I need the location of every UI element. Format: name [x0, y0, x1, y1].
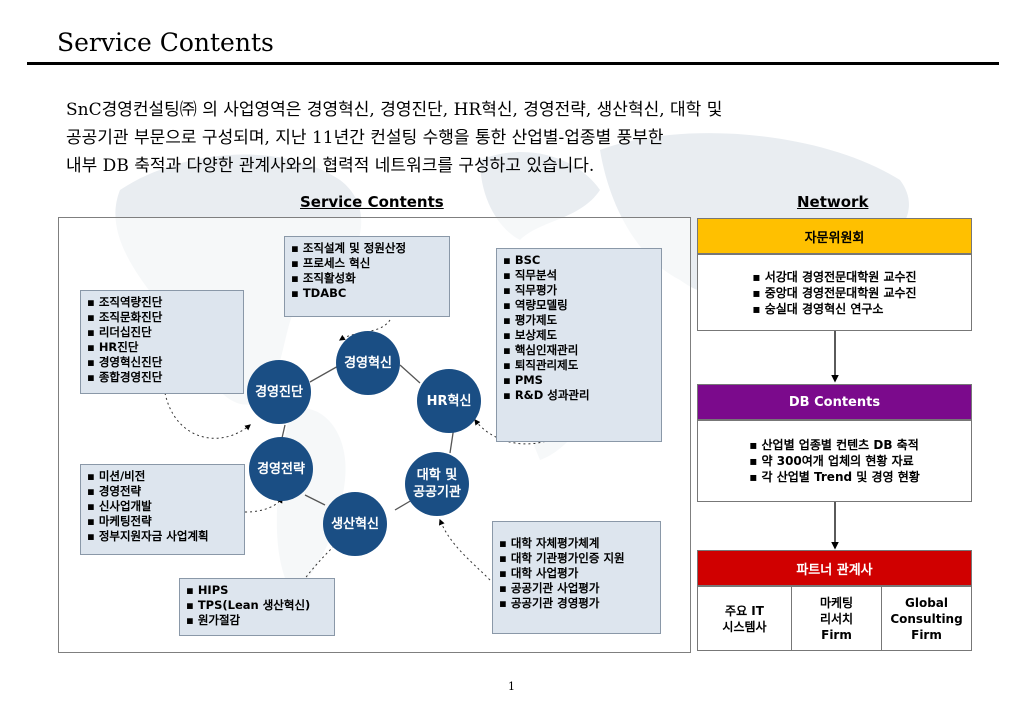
partner-global-consulting: Global Consulting Firm — [881, 586, 972, 651]
db-contents-header: DB Contents — [697, 384, 972, 420]
hr-circle: HR혁신 — [417, 369, 481, 433]
list-item: 각 산업별 Trend 및 경영 현황 — [749, 469, 920, 485]
strategy-circle: 경영전략 — [249, 437, 313, 501]
list-item: TPS(Lean 생산혁신) — [186, 598, 328, 613]
strategy-box: 미션/비전경영전략신사업개발마케팅전략정부지원자금 사업계획 — [80, 464, 245, 555]
list-item: 조직역량진단 — [87, 295, 237, 310]
dotted-pointer — [164, 392, 251, 439]
list-item: BSC — [503, 253, 655, 268]
ring-segment — [399, 364, 421, 384]
list-item: 역량모델링 — [503, 298, 655, 313]
list-item: HR진단 — [87, 340, 237, 355]
list-item: 조직문화진단 — [87, 310, 237, 325]
intro-line: 내부 DB 축적과 다양한 관계사와의 협력적 네트워크를 구성하고 있습니다. — [66, 156, 595, 176]
page-title: Service Contents — [57, 28, 274, 57]
list-item: 직무평가 — [503, 283, 655, 298]
db-contents-body: 산업별 업종별 컨텐츠 DB 축적약 300여개 업체의 현황 자료각 산업별 … — [697, 420, 972, 502]
list-item: 마케팅전략 — [87, 514, 238, 529]
production-circle: 생산혁신 — [323, 492, 387, 556]
list-item: 평가제도 — [503, 313, 655, 328]
partners-header: 파트너 관계사 — [697, 550, 972, 586]
innovation-box: 조직설계 및 정원산정프로세스 혁신조직활성화TDABC — [284, 236, 450, 317]
network-heading: Network — [797, 193, 869, 211]
list-item: 경영전략 — [87, 484, 238, 499]
university-box: 대학 자체평가체계대학 기관평가인증 지원대학 사업평가공공기관 사업평가공공기… — [492, 521, 661, 634]
list-item: 핵심인재관리 — [503, 343, 655, 358]
list-item: 조직설계 및 정원산정 — [291, 241, 443, 256]
service-contents-heading: Service Contents — [300, 193, 444, 211]
list-item: 프로세스 혁신 — [291, 256, 443, 271]
list-item: 직무분석 — [503, 268, 655, 283]
ring-segment — [304, 494, 326, 506]
intro-line: 공공기관 부문으로 구성되며, 지난 11년간 컨설팅 수행을 통한 산업별-업… — [66, 128, 664, 148]
list-item: 서강대 경영전문대학원 교수진 — [752, 269, 917, 285]
list-item: 공공기관 경영평가 — [499, 596, 654, 611]
dotted-pointer — [244, 496, 283, 513]
ring-segment — [281, 424, 286, 439]
advisory-body: 서강대 경영전문대학원 교수진중앙대 경영전문대학원 교수진숭실대 경영혁신 연… — [697, 254, 972, 331]
list-item: 리더십진단 — [87, 325, 237, 340]
list-item: 퇴직관리제도 — [503, 358, 655, 373]
list-item: 공공기관 사업평가 — [499, 581, 654, 596]
list-item: 보상제도 — [503, 328, 655, 343]
partner-it-systems: 주요 IT 시스템사 — [697, 586, 792, 651]
list-item: 원가절감 — [186, 613, 328, 628]
list-item: 약 300여개 업체의 현황 자료 — [749, 453, 920, 469]
list-item: 대학 사업평가 — [499, 566, 654, 581]
list-item: R&D 성과관리 — [503, 388, 655, 403]
list-item: TDABC — [291, 286, 443, 301]
title-divider — [27, 62, 999, 65]
partner-marketing-research: 마케팅 리서치 Firm — [791, 586, 882, 651]
production-box: HIPSTPS(Lean 생산혁신)원가절감 — [179, 578, 335, 636]
intro-line: SnC경영컨설팅㈜ 의 사업영역은 경영혁신, 경영진단, HR혁신, 경영전략… — [66, 100, 723, 120]
list-item: 정부지원자금 사업계획 — [87, 529, 238, 544]
page-number: 1 — [508, 680, 515, 693]
list-item: PMS — [503, 373, 655, 388]
innovation-circle: 경영혁신 — [336, 331, 400, 395]
diagnosis-box: 조직역량진단조직문화진단리더십진단HR진단경영혁신진단종합경영진단 — [80, 290, 244, 394]
intro-paragraph: SnC경영컨설팅㈜ 의 사업영역은 경영혁신, 경영진단, HR혁신, 경영전략… — [66, 96, 966, 180]
list-item: 대학 자체평가체계 — [499, 536, 654, 551]
ring-segment — [394, 499, 413, 511]
list-item: HIPS — [186, 583, 328, 598]
advisory-header: 자문위원회 — [697, 218, 972, 254]
university-circle: 대학 및 공공기관 — [405, 452, 469, 516]
list-item: 경영혁신진단 — [87, 355, 237, 370]
list-item: 숭실대 경영혁신 연구소 — [752, 301, 916, 317]
list-item: 신사업개발 — [87, 499, 238, 514]
list-item: 대학 기관평가인증 지원 — [499, 551, 654, 566]
dotted-pointer — [474, 419, 551, 445]
list-item: 산업별 업종별 컨텐츠 DB 축적 — [749, 437, 920, 453]
hr-box: BSC직무분석직무평가역량모델링평가제도보상제도핵심인재관리퇴직관리제도PMSR… — [496, 248, 662, 442]
list-item: 종합경영진단 — [87, 370, 237, 385]
ring-segment — [309, 364, 341, 383]
list-item: 조직활성화 — [291, 271, 443, 286]
list-item: 중앙대 경영전문대학원 교수진 — [752, 285, 917, 301]
list-item: 미션/비전 — [87, 469, 238, 484]
diagnosis-circle: 경영진단 — [247, 360, 311, 424]
dotted-pointer — [438, 518, 491, 581]
